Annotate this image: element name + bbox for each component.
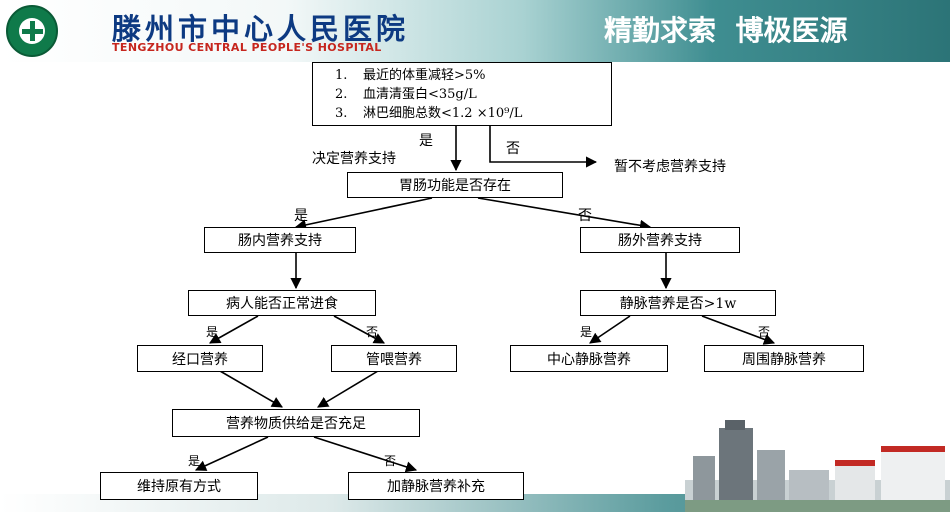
yes-label-iv: 是	[580, 325, 593, 339]
yes-label-supply: 是	[188, 454, 201, 468]
hospital-name: 滕州市中心人民医院	[112, 12, 410, 46]
no-label-eat: 否	[366, 325, 379, 339]
node-oral: 经口营养	[137, 345, 263, 372]
slogan: 精勤求索 博极医源	[604, 14, 848, 47]
city-buildings-icon	[685, 420, 950, 512]
hospital-name-english: TENGZHOU CENTRAL PEOPLE'S HOSPITAL	[112, 41, 382, 54]
node-parenteral: 肠外营养支持	[580, 227, 740, 253]
node-peripheral-iv: 周围静脉营养	[704, 345, 864, 372]
criteria-item: 3.淋巴细胞总数<1.2 ×10⁹/L	[335, 106, 523, 121]
criteria-box: 1.最近的体重减轻>5% 2.血清清蛋白<35g/L 3.淋巴细胞总数<1.2 …	[312, 62, 612, 126]
no-label-criteria: 否	[506, 141, 520, 157]
no-support-label: 暂不考虑营养支持	[614, 159, 726, 175]
node-maintain: 维持原有方式	[100, 472, 258, 500]
header-banner: 滕州市中心人民医院 TENGZHOU CENTRAL PEOPLE'S HOSP…	[0, 0, 950, 62]
yes-label-criteria: 是	[419, 133, 433, 149]
decide-support-label: 决定营养支持	[312, 151, 396, 167]
yes-label-gi: 是	[294, 208, 308, 224]
criteria-item: 2.血清清蛋白<35g/L	[335, 87, 477, 102]
node-add-iv: 加静脉营养补充	[348, 472, 524, 500]
node-iv-over-week: 静脉营养是否>1w	[580, 290, 776, 316]
yes-label-eat: 是	[206, 325, 219, 339]
node-central-iv: 中心静脉营养	[510, 345, 668, 372]
no-label-supply: 否	[384, 454, 397, 468]
no-label-gi: 否	[578, 208, 592, 224]
hospital-logo-icon	[6, 5, 58, 57]
no-label-iv: 否	[758, 325, 771, 339]
node-tube: 管喂营养	[331, 345, 457, 372]
node-supply-sufficient: 营养物质供给是否充足	[172, 409, 420, 437]
node-gi-function: 胃肠功能是否存在	[347, 172, 563, 198]
criteria-item: 1.最近的体重减轻>5%	[335, 68, 486, 83]
node-enteral: 肠内营养支持	[204, 227, 356, 253]
node-eat-normally: 病人能否正常进食	[188, 290, 376, 316]
